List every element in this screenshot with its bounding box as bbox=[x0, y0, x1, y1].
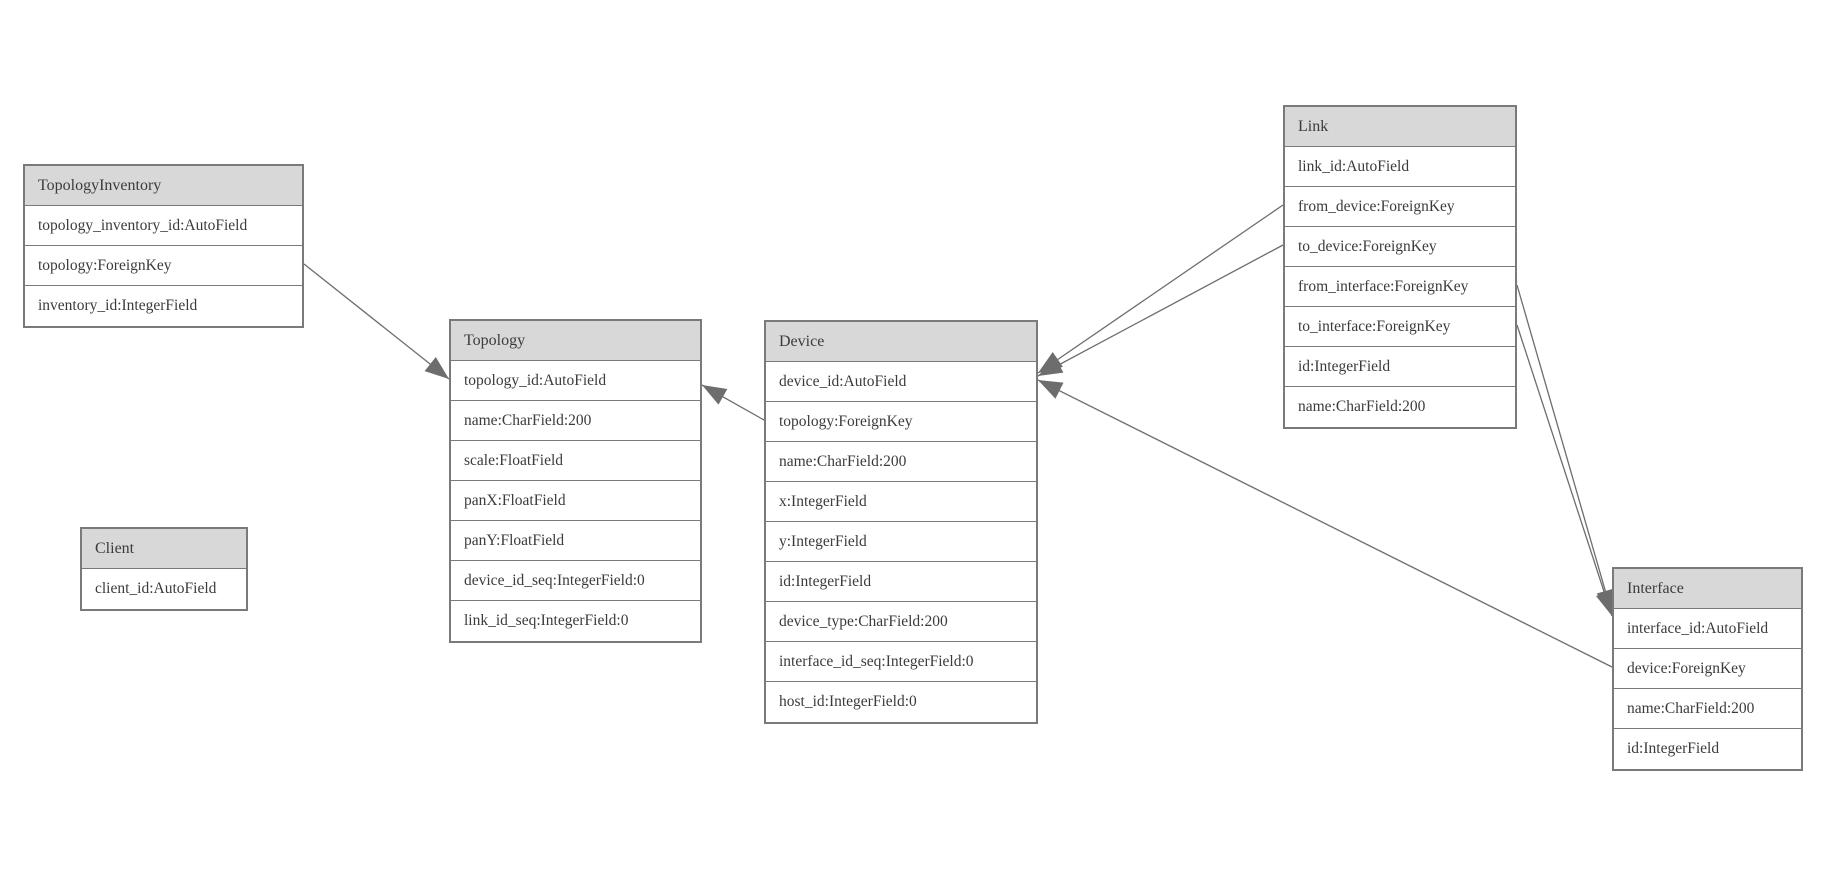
relationship-line bbox=[1516, 284, 1613, 615]
entity-field-row: id:IntegerField bbox=[1614, 729, 1801, 769]
entity-title: Device bbox=[766, 322, 1036, 362]
entity-field-row: topology:ForeignKey bbox=[25, 246, 302, 286]
entity-field-row: device_id_seq:IntegerField:0 bbox=[451, 561, 700, 601]
entity-title: Interface bbox=[1614, 569, 1801, 609]
entity-field-row: topology:ForeignKey bbox=[766, 402, 1036, 442]
relationship-line bbox=[1037, 204, 1284, 374]
entity-field-row: panX:FloatField bbox=[451, 481, 700, 521]
entity-field-row: name:CharField:200 bbox=[1614, 689, 1801, 729]
relationship-line bbox=[1037, 244, 1284, 377]
relationship-line bbox=[1516, 324, 1613, 617]
entity-field-row: to_device:ForeignKey bbox=[1285, 227, 1515, 267]
relationship-line bbox=[701, 384, 765, 421]
entity-title: Topology bbox=[451, 321, 700, 361]
entity-field-row: y:IntegerField bbox=[766, 522, 1036, 562]
entity-field-row: scale:FloatField bbox=[451, 441, 700, 481]
entity-field-row: name:CharField:200 bbox=[451, 401, 700, 441]
entity-field-row: from_device:ForeignKey bbox=[1285, 187, 1515, 227]
entity-field-row: interface_id_seq:IntegerField:0 bbox=[766, 642, 1036, 682]
entity-title: TopologyInventory bbox=[25, 166, 302, 206]
entity-field-row: name:CharField:200 bbox=[766, 442, 1036, 482]
entity-field-row: from_interface:ForeignKey bbox=[1285, 267, 1515, 307]
entity-field-row: device:ForeignKey bbox=[1614, 649, 1801, 689]
entity-field-row: link_id:AutoField bbox=[1285, 147, 1515, 187]
entity-field-row: id:IntegerField bbox=[1285, 347, 1515, 387]
entity-field-row: topology_id:AutoField bbox=[451, 361, 700, 401]
arrowhead-icon bbox=[1038, 380, 1064, 399]
arrowhead-icon bbox=[1038, 352, 1063, 373]
entity-field-row: client_id:AutoField bbox=[82, 569, 246, 609]
arrowhead-icon bbox=[424, 357, 449, 379]
arrowhead-icon bbox=[1038, 356, 1064, 376]
entity-field-row: inventory_id:IntegerField bbox=[25, 286, 302, 326]
entity-title: Link bbox=[1285, 107, 1515, 147]
entity-title: Client bbox=[82, 529, 246, 569]
arrowhead-icon bbox=[1595, 590, 1614, 616]
entity-field-row: id:IntegerField bbox=[766, 562, 1036, 602]
entity-field-row: host_id:IntegerField:0 bbox=[766, 682, 1036, 722]
entity-field-row: topology_inventory_id:AutoField bbox=[25, 206, 302, 246]
relationship-line bbox=[303, 263, 450, 380]
entity-field-row: link_id_seq:IntegerField:0 bbox=[451, 601, 700, 641]
arrowhead-icon bbox=[702, 385, 728, 405]
entity-field-row: device_type:CharField:200 bbox=[766, 602, 1036, 642]
entity-field-row: device_id:AutoField bbox=[766, 362, 1036, 402]
entity-field-row: x:IntegerField bbox=[766, 482, 1036, 522]
entity-field-row: to_interface:ForeignKey bbox=[1285, 307, 1515, 347]
entity-field-row: name:CharField:200 bbox=[1285, 387, 1515, 427]
entity-field-row: panY:FloatField bbox=[451, 521, 700, 561]
entity-field-row: interface_id:AutoField bbox=[1614, 609, 1801, 649]
